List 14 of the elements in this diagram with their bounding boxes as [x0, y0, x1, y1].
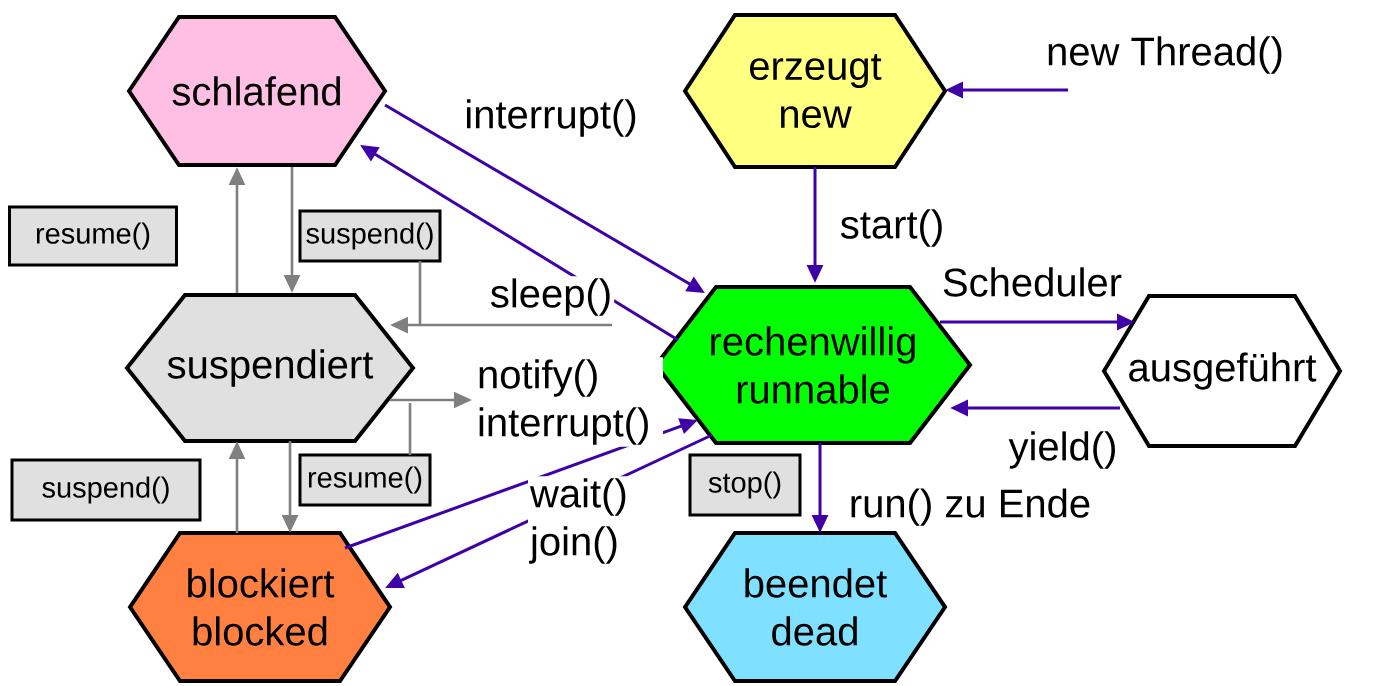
- label-text: new Thread(): [1048, 36, 1282, 74]
- edge-label: wait() join(): [528, 476, 642, 566]
- method-box: resume(): [8, 205, 178, 267]
- method-box: stop(): [688, 453, 802, 517]
- method-box: resume(): [298, 453, 432, 507]
- edge-label: interrupt(): [462, 97, 640, 139]
- method-box: suspend(): [298, 209, 442, 263]
- method-box: suspend(): [10, 458, 202, 522]
- edge-label: notify() interrupt(): [475, 357, 663, 447]
- leader-line: [408, 403, 412, 455]
- leader-line: [418, 261, 422, 325]
- edge-label: sleep(): [487, 276, 615, 318]
- edge-label: run() zu Ende: [846, 486, 1094, 528]
- edge-label: start(): [837, 207, 947, 249]
